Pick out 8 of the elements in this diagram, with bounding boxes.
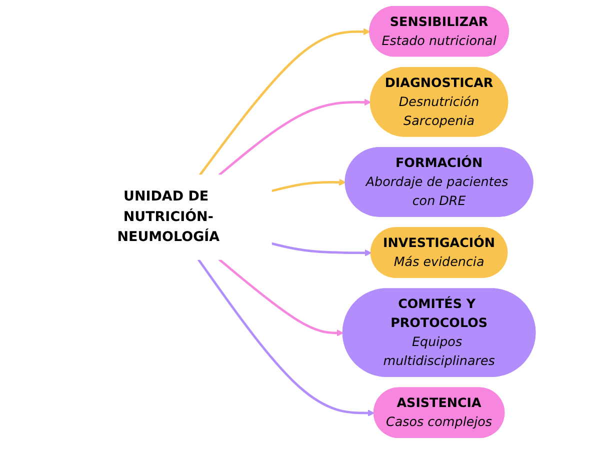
node-text: UNIDAD DE NUTRICIÓN-NEUMOLOGÍA (116, 188, 220, 245)
arrow (198, 28, 370, 176)
arrow (197, 258, 374, 417)
mind-map-diagram: UNIDAD DE NUTRICIÓN-NEUMOLOGÍA SENSIBILIZAR Estado nutricional DIAGNOSTICAR Desnutrición Sarcopenia FORMACIÓN Abordaje de pacientes con DRE INVESTIGACIÓN Más evidencia COMITÉS Y PROTOCOLOS Equipos multidisciplinares ASISTENCIA Casos complejos (58, 0, 542, 444)
arrow (218, 98, 371, 176)
arrow (218, 258, 344, 336)
arrow (270, 242, 372, 256)
arrow (270, 178, 346, 192)
